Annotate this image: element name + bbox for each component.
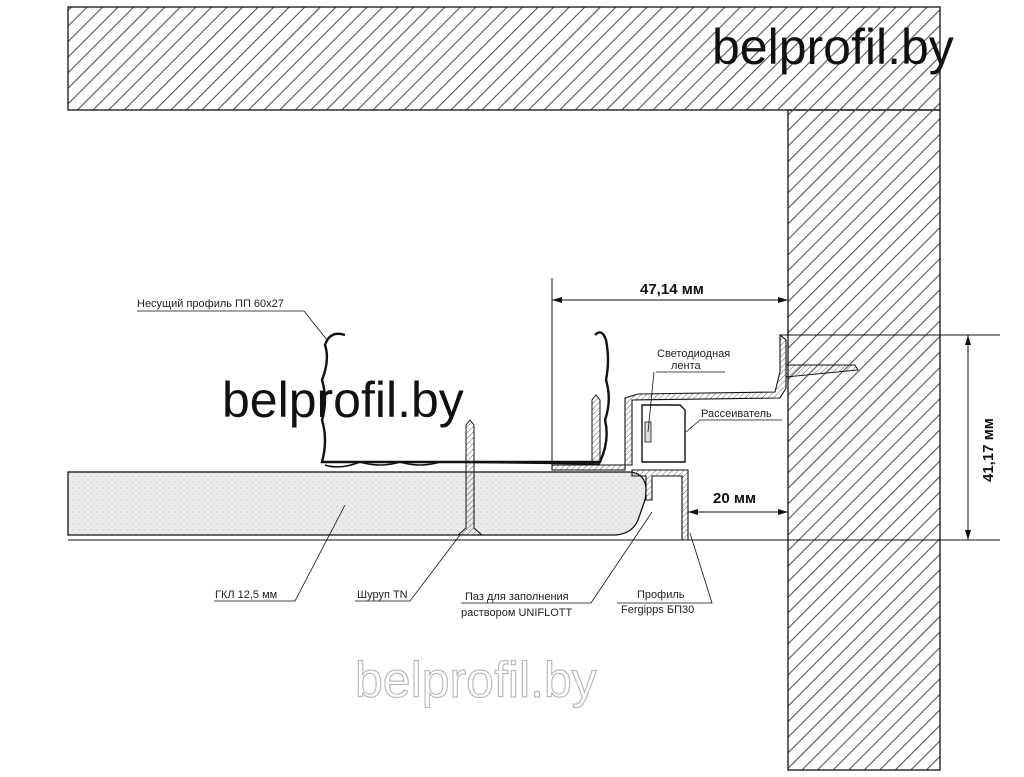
dimension-gap-height: 41,17 мм bbox=[980, 418, 997, 482]
dimension-wall-offset: 20 мм bbox=[713, 490, 756, 507]
label-profile-2: Fergipps БП30 bbox=[621, 604, 694, 616]
watermark-middle: belprofil.by bbox=[222, 372, 464, 428]
label-led-strip-2: лента bbox=[671, 360, 702, 372]
label-led-strip: Светодиодная bbox=[657, 348, 730, 360]
label-groove: Паз для заполнения bbox=[465, 591, 569, 603]
label-screw: Шуруп TN bbox=[357, 589, 408, 601]
watermark-bottom: belprofil.by bbox=[355, 652, 597, 708]
wall bbox=[787, 109, 941, 771]
gypsum-board bbox=[67, 471, 647, 536]
screw-profile bbox=[591, 394, 601, 463]
screw-tn bbox=[456, 419, 484, 536]
label-carrier-profile: Несущий профиль ПП 60х27 bbox=[137, 298, 284, 310]
label-groove-2: раствором UNIFLOTT bbox=[461, 607, 573, 619]
ceiling-slab bbox=[67, 6, 941, 111]
watermark-top: belprofil.by bbox=[712, 19, 954, 75]
profile-bp30 bbox=[551, 333, 787, 471]
label-profile: Профиль bbox=[637, 589, 685, 601]
diffuser bbox=[641, 404, 686, 463]
label-gkl: ГКЛ 12,5 мм bbox=[215, 589, 277, 601]
label-diffuser: Рассеиватель bbox=[701, 408, 772, 420]
dimension-gap-width: 47,14 мм bbox=[640, 281, 704, 298]
